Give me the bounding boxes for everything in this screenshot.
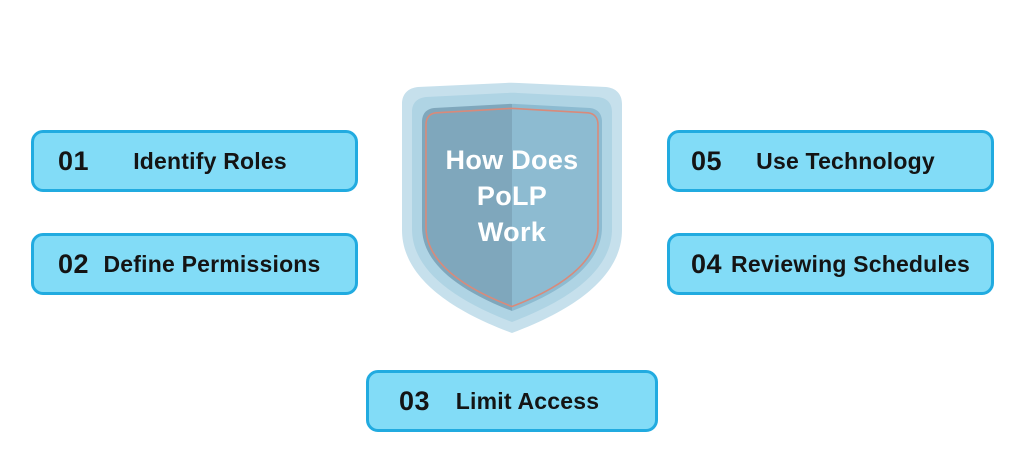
step-label-05: Use Technology [756,147,935,174]
center-shield: How Does PoLP Work [392,82,632,334]
step-box-01[interactable]: 01 Identify Roles [31,130,358,192]
step-number-04: 04 [691,248,723,279]
shield-face-right [512,103,602,311]
step-label-02: Define Permissions [103,250,321,277]
step-box-03[interactable]: 03 Limit Access [366,370,658,432]
step-label-03: Limit Access [455,387,600,414]
step-number-02: 02 [58,248,90,279]
step-box-05[interactable]: 05 Use Technology [667,130,994,192]
shield-face-left [422,103,512,311]
step-number-05: 05 [691,145,723,176]
step-number-01: 01 [58,145,90,176]
step-label-04: Reviewing Schedules [731,250,971,277]
step-label-01: Identify Roles [133,147,287,174]
shield-inner-stroke [425,107,599,308]
step-box-04[interactable]: 04 Reviewing Schedules [667,233,994,295]
step-number-03: 03 [399,385,431,416]
step-box-02[interactable]: 02 Define Permissions [31,233,358,295]
shield-icon [402,82,622,333]
